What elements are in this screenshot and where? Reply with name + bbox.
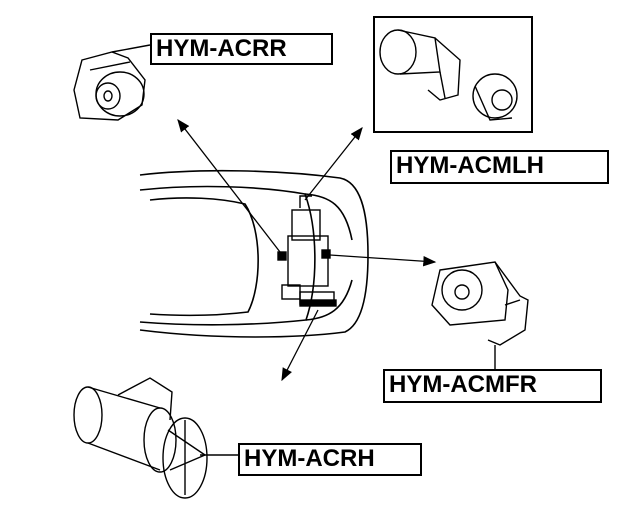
label-hym-acrh: HYM-ACRH [238,443,422,476]
part-acmfr-drawing [431,261,529,369]
arrow-to-acrr [177,118,281,253]
part-acrh-drawing [73,377,238,499]
pointer-arrows [177,118,437,382]
label-hym-acrr: HYM-ACRR [150,33,333,65]
arrow-to-acmlh [304,126,363,201]
arrow-to-acmfr [329,254,437,267]
label-hym-acmfr: HYM-ACMFR [383,369,602,403]
acmlh-frame [373,16,533,133]
car-outline [139,169,369,338]
engine-block [277,195,337,307]
part-acmlh-drawing [379,29,518,121]
arrow-to-acrh [281,309,319,382]
part-acrr-drawing [73,44,151,121]
label-hym-acmlh: HYM-ACMLH [390,150,609,184]
